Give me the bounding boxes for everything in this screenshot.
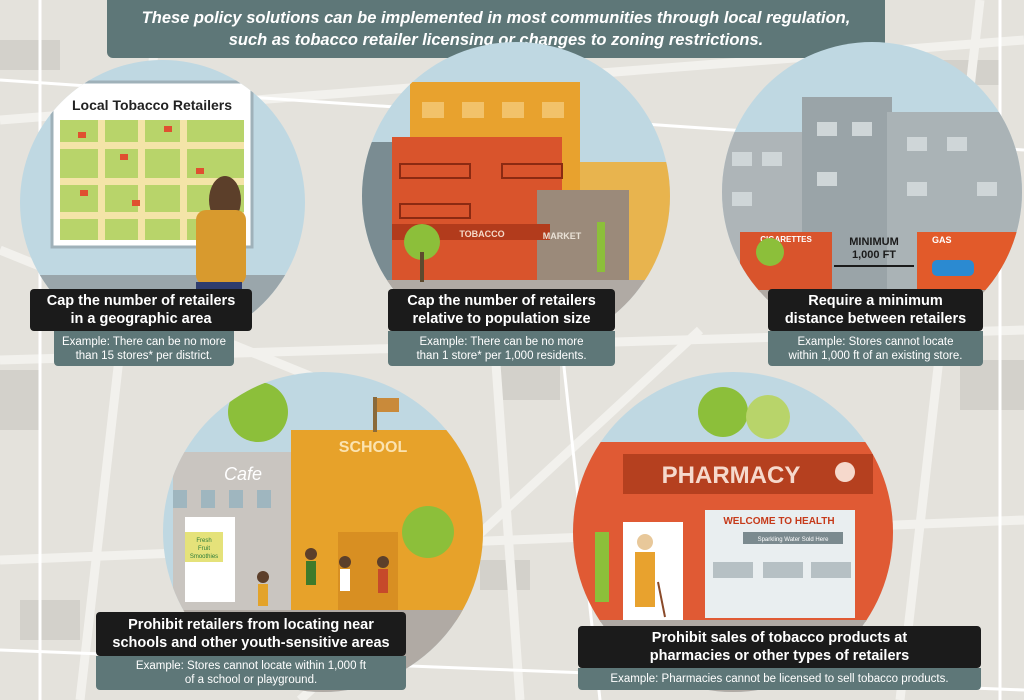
market-store-sign: MARKET [543,231,582,241]
panel-5-title: Prohibit sales of tobacco products at ph… [578,626,981,668]
panel-3-title: Require a minimum distance between retai… [768,289,983,331]
panel-5-title-line-1: Prohibit sales of tobacco products at [651,630,908,646]
panel-5-example-line-1: Example: Pharmacies cannot be licensed t… [610,673,949,685]
panel-4-title: Prohibit retailers from locating near sc… [96,612,406,656]
banner-line-2: such as tobacco retailer licensing or ch… [228,31,764,49]
school-sign: SCHOOL [339,439,408,456]
map-sign-title: Local Tobacco Retailers [72,97,232,113]
panel-3-title-line-1: Require a minimum [808,293,943,309]
panel-1-example-line-2: than 15 stores* per district. [75,349,213,362]
panel-2-example-line-2: than 1 store* per 1,000 residents. [416,349,587,362]
panel-2-example-line-1: Example: There can be no more [419,335,584,348]
minimum-distance-label-1: MINIMUM [849,236,899,248]
panel-5-example: Example: Pharmacies cannot be licensed t… [578,668,981,690]
panel-2-title-line-1: Cap the number of retailers [407,293,596,309]
water-sign: Sparkling Water Sold Here [758,537,829,543]
panel-4-title-line-2: schools and other youth-sensitive areas [112,635,390,651]
panel-1-title-line-2: in a geographic area [70,311,212,327]
panel-1-example-line-1: Example: There can be no more [61,335,227,348]
panel-1-example: Example: There can be no more than 15 st… [54,331,234,366]
intro-banner: These policy solutions can be implemente… [107,0,885,58]
panel-4-example-line-2: of a school or playground. [184,674,318,686]
welcome-sign: WELCOME TO HEALTH [723,516,834,527]
panel-5-title-line-2: pharmacies or other types of retailers [649,648,910,664]
panel-3-title-line-2: distance between retailers [784,311,967,327]
pharmacy-sign: PHARMACY [662,462,801,489]
gas-store-sign: GAS [932,235,952,245]
tobacco-store-sign: TOBACCO [459,229,504,239]
panel-2-title: Cap the number of retailers relative to … [388,289,615,331]
banner-line-1: These policy solutions can be implemente… [141,9,851,27]
cigarettes-store-sign: CIGARETTES [760,235,812,244]
panel-1-title: Cap the number of retailers in a geograp… [30,289,252,331]
cafe-sign: Cafe [224,464,262,484]
poster-line-1: Fresh [196,538,211,544]
panel-3-example-line-1: Example: Stores cannot locate [797,335,954,348]
panel-1-title-line-1: Cap the number of retailers [46,293,236,309]
panel-4-title-line-1: Prohibit retailers from locating near [128,617,374,633]
panel-3-example-line-2: within 1,000 ft of an existing store. [788,349,963,362]
panel-4-example-line-1: Example: Stores cannot locate within 1,0… [135,660,367,672]
panel-3-example: Example: Stores cannot locate within 1,0… [768,331,983,366]
poster-line-2: Fruit [198,546,210,552]
poster-line-3: Smoothies [190,554,218,560]
minimum-distance-label-2: 1,000 FT [852,249,896,261]
panel-2-example: Example: There can be no more than 1 sto… [388,331,615,366]
panel-2-title-line-2: relative to population size [412,311,591,327]
panel-4-example: Example: Stores cannot locate within 1,0… [96,656,406,690]
